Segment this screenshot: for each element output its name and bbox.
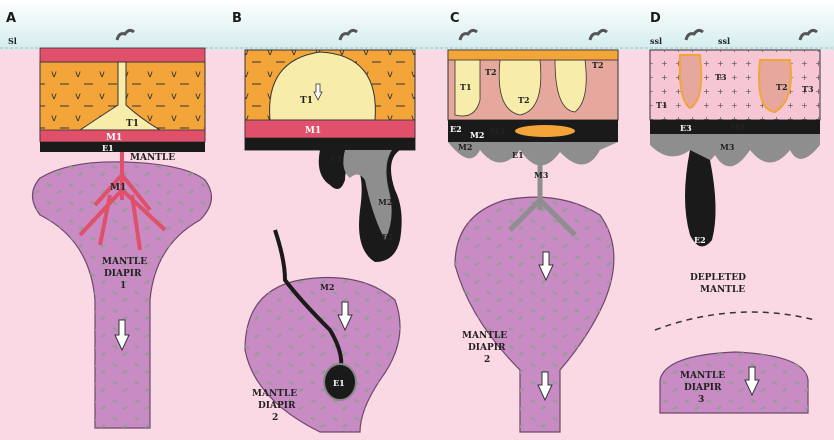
panel-a-m1-diapir: M1 <box>110 183 126 193</box>
panel-b-diapir-l3: 2 <box>272 413 278 423</box>
panel-c-t2b: T2 <box>518 95 530 105</box>
panel-d-diapir-l1: MANTLE <box>680 371 725 381</box>
panel-d: D ssl ssl T2 T3 T3 T1 E3 M2 M3 E2 DEPLET… <box>650 11 820 413</box>
panel-a: A Sl T1 M1 E1 MANTLE M1 MANTLE DIAPIR 1 <box>6 11 211 428</box>
panel-a-diapir-l1: MANTLE <box>102 257 147 267</box>
panel-b-diapir-l1: MANTLE <box>252 389 297 399</box>
panel-b-diapir-l2: DIAPIR <box>258 401 296 411</box>
panel-d-ssl1: ssl <box>650 36 662 46</box>
panel-c-m2b: M2 <box>458 142 472 152</box>
panel-b-m1: M1 <box>305 126 321 136</box>
crust-top-red <box>40 48 205 62</box>
panel-c-m3b: M3 <box>534 170 549 180</box>
panel-d-t1: T1 <box>656 100 668 110</box>
panel-a-t1: T1 <box>126 119 139 129</box>
panel-b-m2: M2 <box>378 197 392 207</box>
panel-d-depleted-l2: MANTLE <box>700 285 745 295</box>
panel-b-letter: B <box>232 11 242 26</box>
m1-band <box>40 130 205 142</box>
panel-d-ssl2: ssl <box>718 36 730 46</box>
panel-c-e1: E1 <box>512 150 524 160</box>
panel-c-diapir-l1: MANTLE <box>462 331 507 341</box>
depleted-boundary <box>655 312 815 330</box>
crust-pattern <box>650 50 820 120</box>
panel-a-sl-label: Sl <box>8 36 17 46</box>
panel-a-e1: E1 <box>102 143 114 153</box>
panel-d-e3: E3 <box>680 123 692 133</box>
panel-d-m3: M3 <box>720 142 735 152</box>
panel-d-e2: E2 <box>694 235 706 245</box>
panel-c-e2: E2 <box>450 124 462 134</box>
panel-c-diapir-l3: 2 <box>484 355 490 365</box>
panel-b-e1-lower: E1 <box>382 232 394 242</box>
panel-d-diapir-l2: DIAPIR <box>684 383 722 393</box>
panel-d-t2: T2 <box>776 82 788 92</box>
e1-band <box>245 138 415 150</box>
panel-c-diapir-l2: DIAPIR <box>468 343 506 353</box>
panel-d-t3b: T3 <box>802 84 814 94</box>
panel-b-t1: T1 <box>300 96 313 106</box>
m1-band <box>245 120 415 138</box>
panel-d-m2: M2 <box>730 122 744 132</box>
e2-finger <box>685 150 716 246</box>
panel-a-letter: A <box>6 11 16 26</box>
panel-d-letter: D <box>650 11 661 26</box>
panel-c-m3: M3 <box>490 126 505 136</box>
e1-band <box>40 142 205 152</box>
m3-lens <box>515 125 575 137</box>
panel-a-diapir-l2: DIAPIR <box>104 269 142 279</box>
panel-a-m1-top: M1 <box>106 133 122 143</box>
panel-a-diapir-l3: 1 <box>120 281 126 291</box>
panel-a-mantle-label: MANTLE <box>130 153 175 163</box>
crust-top-orange <box>448 50 618 60</box>
panel-c-m2: M2 <box>470 130 484 140</box>
panel-c-letter: C <box>450 11 460 26</box>
panel-d-t3a: T3 <box>715 72 727 82</box>
diapir-2c-grains <box>455 197 614 432</box>
panel-c-t1: T1 <box>460 82 472 92</box>
panel-d-diapir-l3: 3 <box>698 395 704 405</box>
panel-d-depleted-l1: DEPLETED <box>690 273 746 283</box>
diapir-grains <box>33 162 212 428</box>
panel-b-e1-diapir: E1 <box>333 378 345 388</box>
diapir-3-grains <box>660 352 808 413</box>
panel-b-m2-diapir: M2 <box>320 282 334 292</box>
grey-layer <box>650 134 820 166</box>
sky-band <box>0 0 834 50</box>
panel-b-e1: E1 <box>330 154 342 164</box>
panel-c: C T1 T2 T2 T2 E2 M2 M3 E1 M2 M3 MANTLE D… <box>448 11 618 432</box>
panel-b: B E1 M2 T1 M1 E1 M2 E1 MANTLE DIAPIR 2 <box>232 11 415 432</box>
panel-c-t2a: T2 <box>485 67 497 77</box>
grey-fingers <box>448 142 618 166</box>
panel-c-t2c: T2 <box>592 60 604 70</box>
